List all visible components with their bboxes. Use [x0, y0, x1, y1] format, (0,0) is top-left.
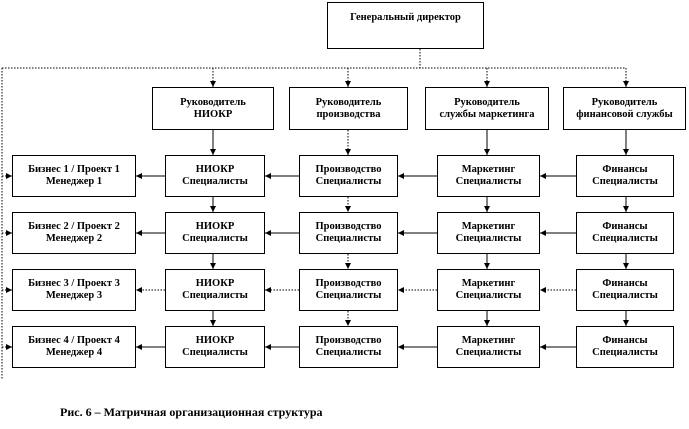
- figure-caption: Рис. 6 – Матричная организационная струк…: [60, 405, 323, 419]
- director-box: Генеральный директор: [327, 2, 484, 49]
